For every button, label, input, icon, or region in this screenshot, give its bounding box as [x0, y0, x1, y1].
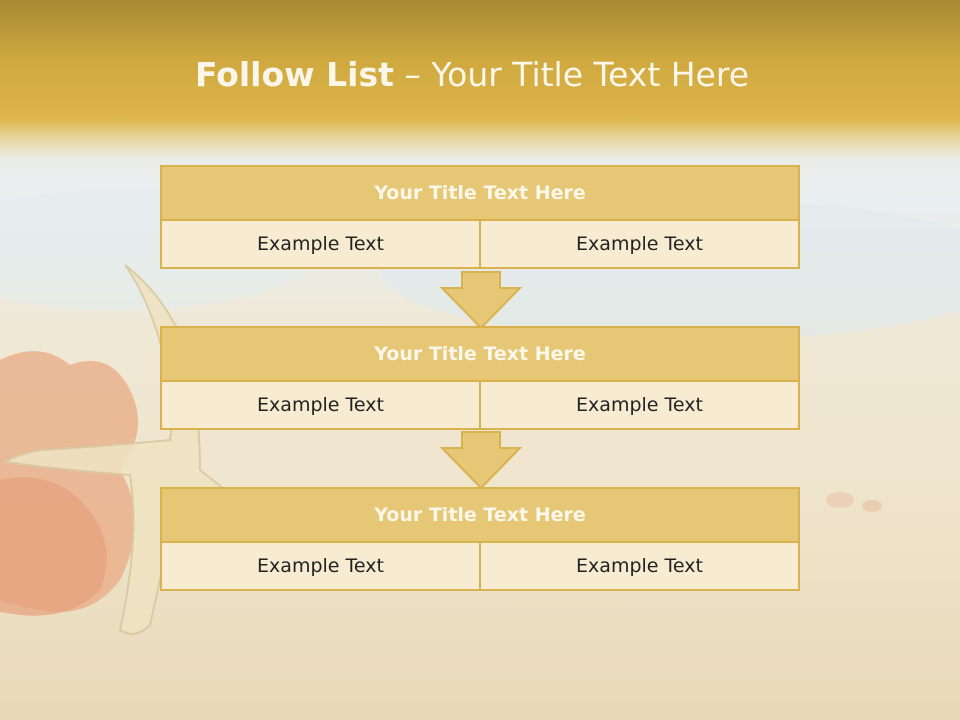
follow-step-2: Your Title Text Here Example Text Exampl… — [160, 326, 800, 430]
step-1-right-text: Example Text — [479, 219, 800, 269]
down-arrow-icon — [440, 431, 522, 490]
step-1-left-text: Example Text — [160, 219, 481, 269]
step-3-row: Example Text Example Text — [160, 541, 800, 591]
title-rest: – Your Title Text Here — [404, 55, 750, 94]
follow-step-3: Your Title Text Here Example Text Exampl… — [160, 487, 800, 591]
step-2-right-text: Example Text — [479, 380, 800, 430]
step-3-right-text: Example Text — [479, 541, 800, 591]
step-2-row: Example Text Example Text — [160, 380, 800, 430]
step-3-title: Your Title Text Here — [160, 487, 800, 543]
step-1-title: Your Title Text Here — [160, 165, 800, 221]
title-band — [0, 0, 960, 160]
slide-title: Follow List – Your Title Text Here — [0, 55, 944, 94]
title-bold: Follow List — [194, 55, 394, 94]
step-2-title: Your Title Text Here — [160, 326, 800, 382]
follow-step-1: Your Title Text Here Example Text Exampl… — [160, 165, 800, 269]
step-1-row: Example Text Example Text — [160, 219, 800, 269]
step-2-left-text: Example Text — [160, 380, 481, 430]
step-3-left-text: Example Text — [160, 541, 481, 591]
down-arrow-icon — [440, 271, 522, 330]
